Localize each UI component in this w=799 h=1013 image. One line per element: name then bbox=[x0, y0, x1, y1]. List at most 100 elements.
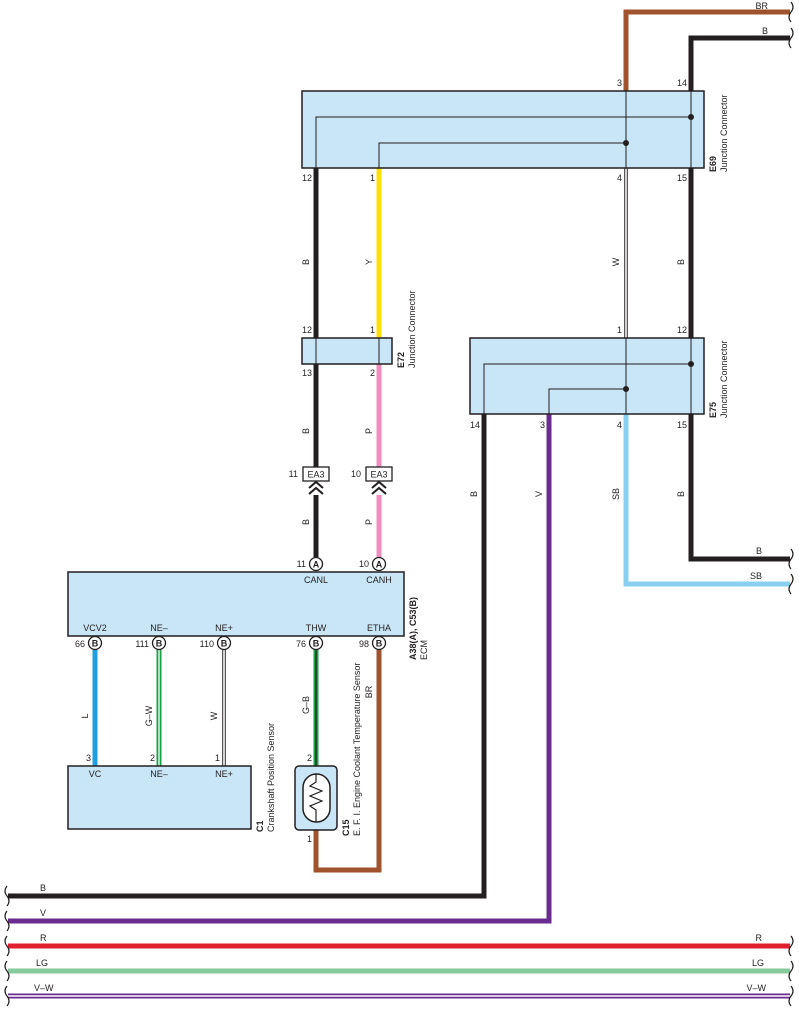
svg-text:B: B bbox=[221, 639, 228, 649]
e69-internal-bus-b bbox=[378, 91, 627, 168]
ea3-right-pin: 10 bbox=[351, 469, 361, 479]
ecm-pin-thw: 76 bbox=[296, 639, 306, 649]
ecm-term-vcv2: VCV2 bbox=[83, 623, 107, 633]
ecm-pin-canh: 10 bbox=[359, 559, 369, 569]
label-bottom-r-left: R bbox=[40, 933, 47, 943]
label-vcv2-l: L bbox=[80, 713, 90, 718]
break-marks bbox=[4, 1, 794, 1007]
e69-pin-3: 3 bbox=[617, 78, 622, 88]
e69-pin-12: 12 bbox=[302, 173, 312, 183]
c1-pin-ne-minus: 2 bbox=[150, 753, 155, 763]
label-top-br: BR bbox=[755, 1, 768, 11]
ecm-conn-vcv2: B bbox=[87, 635, 103, 651]
c15-code: C15 bbox=[341, 819, 351, 836]
ecm-pin-etha: 98 bbox=[359, 639, 369, 649]
wire-top-br bbox=[623, 9, 790, 91]
c1-term-ne-plus: NE+ bbox=[215, 769, 233, 779]
label-e75-15-b: B bbox=[676, 491, 686, 497]
label-ea3-ecm-p: P bbox=[364, 519, 374, 525]
label-right-sb: SB bbox=[750, 571, 762, 581]
label-e69-4-w: W bbox=[611, 257, 621, 266]
e69-pin-14: 14 bbox=[677, 78, 687, 88]
ecm-conn-canh: A bbox=[371, 556, 387, 572]
e75-name: Junction Connector bbox=[719, 340, 729, 418]
label-bottom-b: B bbox=[40, 883, 46, 893]
wire-e75-14-b bbox=[8, 414, 487, 899]
e69-pin-1: 1 bbox=[370, 173, 375, 183]
ea3-right-label: EA3 bbox=[370, 470, 387, 480]
e75-box bbox=[469, 337, 705, 415]
ecm-conn-canl: A bbox=[308, 556, 324, 572]
c15-pin-bottom: 1 bbox=[307, 834, 312, 844]
label-e72-2-p: P bbox=[364, 428, 374, 434]
e75-internal-bus-a bbox=[483, 338, 692, 414]
label-e75-3-v: V bbox=[534, 491, 544, 497]
ecm-term-canl: CANL bbox=[304, 575, 328, 585]
wire-e75-15-b bbox=[688, 414, 790, 562]
ecm-term-canh: CANH bbox=[366, 575, 392, 585]
label-bottom-vw-right: V–W bbox=[746, 983, 766, 993]
e75-pin-4: 4 bbox=[617, 420, 622, 430]
c1-box bbox=[67, 765, 252, 830]
svg-text:B: B bbox=[156, 639, 163, 649]
label-bottom-v: V bbox=[40, 908, 46, 918]
c1-term-vc: VC bbox=[89, 769, 102, 779]
c1-term-ne-minus: NE– bbox=[150, 769, 168, 779]
e69-code: E69 bbox=[708, 156, 718, 172]
e69-pin-15: 15 bbox=[677, 173, 687, 183]
e75-code: E75 bbox=[708, 402, 718, 418]
e75-pin-1: 1 bbox=[617, 325, 622, 335]
e72-pin-2: 2 bbox=[370, 368, 375, 378]
wire-e75-3-v bbox=[8, 414, 552, 924]
ea3-right-chevron bbox=[371, 480, 387, 495]
ecm-conn-ne-minus: B bbox=[151, 635, 167, 651]
label-ne-plus-w: W bbox=[209, 711, 219, 720]
e75-pin-12: 12 bbox=[677, 325, 687, 335]
e75-pin-3: 3 bbox=[540, 420, 545, 430]
ea3-left-label: EA3 bbox=[307, 470, 324, 480]
c15-pin-top: 2 bbox=[307, 753, 312, 763]
ecm-pin-ne-plus: 110 bbox=[200, 639, 214, 649]
ecm-name: ECM bbox=[419, 640, 429, 660]
ecm-pin-ne-minus: 111 bbox=[135, 639, 149, 649]
e72-pin-13: 13 bbox=[302, 368, 312, 378]
label-bottom-r-right: R bbox=[756, 933, 763, 943]
ecm-term-ne-minus: NE– bbox=[150, 623, 168, 633]
svg-text:A: A bbox=[313, 560, 320, 570]
label-bottom-lg-left: LG bbox=[36, 958, 48, 968]
ecm-conn-thw: B bbox=[308, 635, 324, 651]
svg-text:B: B bbox=[376, 639, 383, 649]
e72-pin-12: 12 bbox=[302, 325, 312, 335]
e69-splice-3 bbox=[623, 140, 629, 146]
e75-splice-1 bbox=[623, 386, 629, 392]
ecm-pin-vcv2: 66 bbox=[75, 639, 85, 649]
ecm-term-thw: THW bbox=[306, 623, 327, 633]
label-e72-13-b: B bbox=[301, 428, 311, 434]
ecm-pin-canl: 11 bbox=[297, 559, 306, 569]
label-e69-15-b: B bbox=[676, 259, 686, 265]
svg-text:B: B bbox=[313, 639, 320, 649]
wire-e75-4-sb bbox=[623, 414, 790, 587]
c15-name: E. F. I. Engine Coolant Temperature Sens… bbox=[352, 663, 362, 836]
ecm-conn-ne-plus: B bbox=[216, 635, 232, 651]
label-ne-minus-gw: G–W bbox=[144, 705, 154, 726]
label-bottom-lg-right: LG bbox=[752, 958, 764, 968]
e72-pin-1: 1 bbox=[370, 325, 375, 335]
ecm-code: A38(A), C53(B) bbox=[408, 597, 418, 660]
ecm-conn-etha: B bbox=[371, 635, 387, 651]
ea3-left-chevron bbox=[308, 480, 324, 495]
svg-text:B: B bbox=[92, 639, 99, 649]
c1-code: C1 bbox=[255, 820, 265, 832]
ecm-box bbox=[67, 571, 405, 637]
c15-resistor-icon bbox=[308, 774, 324, 822]
e69-name: Junction Connector bbox=[719, 94, 729, 172]
ecm-term-etha: ETHA bbox=[367, 623, 391, 633]
e72-box bbox=[301, 337, 393, 365]
label-e69-1-y: Y bbox=[364, 259, 374, 265]
ecm-term-ne-plus: NE+ bbox=[215, 623, 233, 633]
e69-box bbox=[301, 90, 705, 169]
e75-pin-14: 14 bbox=[470, 420, 480, 430]
wire-etha-br bbox=[313, 650, 382, 873]
c1-name: Crankshaft Position Sensor bbox=[266, 723, 276, 832]
